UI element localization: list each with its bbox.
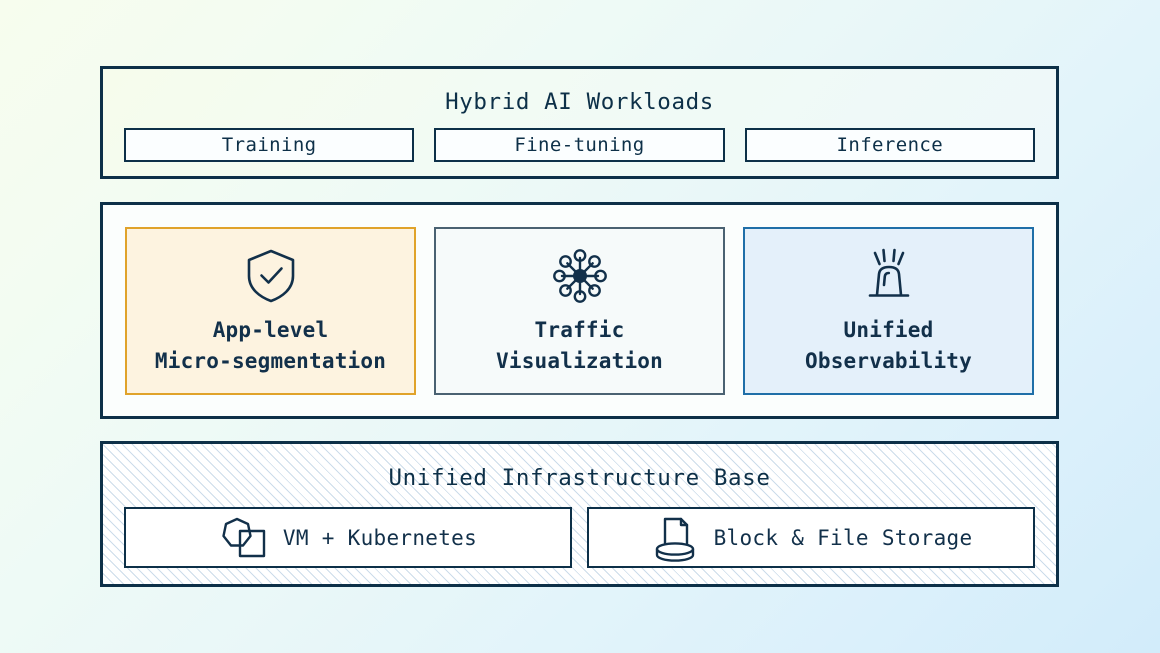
workload-chip-training-label: Training bbox=[221, 134, 317, 156]
alert-beacon-icon bbox=[856, 245, 922, 307]
capability-card-unified-observability-label: Unified Observability bbox=[805, 317, 972, 374]
shield-check-icon bbox=[243, 245, 299, 307]
infrastructure-item-vm-kubernetes-label: VM + Kubernetes bbox=[282, 525, 478, 550]
workload-chip-inference[interactable]: Inference bbox=[744, 128, 1035, 162]
vm-kubernetes-icon bbox=[219, 514, 269, 562]
infrastructure-item-block-file-storage-label: Block & File Storage bbox=[713, 525, 973, 550]
capability-card-micro-segmentation[interactable]: App-level Micro-segmentation bbox=[125, 226, 416, 395]
unified-infrastructure-base-panel: Unified Infrastructure Base VM + Kuberne… bbox=[100, 441, 1059, 587]
capabilities-panel: App-level Micro-segmentation bbox=[100, 202, 1059, 419]
workload-chip-training[interactable]: Training bbox=[124, 128, 415, 162]
workload-chip-fine-tuning[interactable]: Fine-tuning bbox=[434, 128, 725, 162]
capability-card-traffic-visualization-label: Traffic Visualization bbox=[496, 317, 663, 374]
capability-card-micro-segmentation-label: App-level Micro-segmentation bbox=[154, 317, 387, 374]
infrastructure-panel-title: Unified Infrastructure Base bbox=[388, 465, 771, 491]
capability-card-unified-observability[interactable]: Unified Observability bbox=[743, 226, 1034, 395]
infrastructure-item-block-file-storage[interactable]: Block & File Storage bbox=[587, 507, 1035, 568]
workload-chip-fine-tuning-label: Fine-tuning bbox=[514, 134, 645, 156]
disk-document-icon bbox=[650, 513, 700, 563]
workloads-panel-title: Hybrid AI Workloads bbox=[445, 89, 714, 115]
hybrid-ai-workloads-panel: Hybrid AI Workloads Training Fine-tuning… bbox=[100, 66, 1059, 179]
capability-card-traffic-visualization[interactable]: Traffic Visualization bbox=[434, 226, 725, 395]
network-hub-icon bbox=[551, 245, 609, 307]
workload-chip-inference-label: Inference bbox=[836, 134, 944, 156]
infrastructure-item-vm-kubernetes[interactable]: VM + Kubernetes bbox=[124, 507, 572, 568]
infrastructure-item-row: VM + Kubernetes Block & File Storage bbox=[103, 507, 1056, 568]
workload-chip-row: Training Fine-tuning Inference bbox=[103, 128, 1056, 162]
